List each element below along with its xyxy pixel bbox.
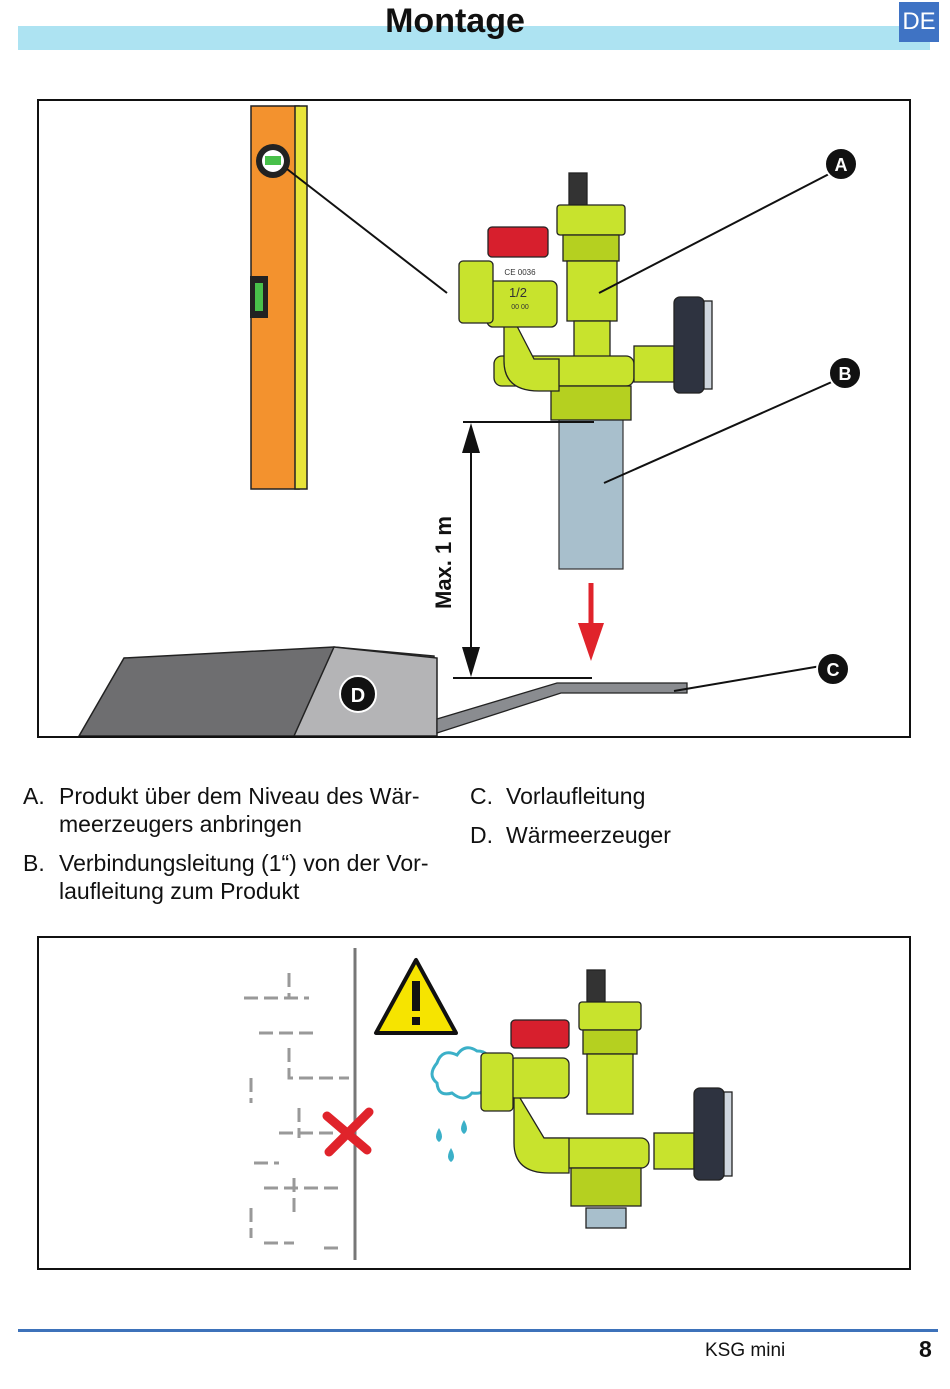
footer-document-name: KSG mini xyxy=(705,1340,786,1361)
legend-text: Vorlaufleitung xyxy=(506,783,646,809)
down-arrow-icon xyxy=(578,583,604,661)
callout-b: B xyxy=(839,364,852,384)
safety-group-valve-icon xyxy=(480,969,733,1229)
legend-right: C. Vorlaufleitung D. Wärmeerzeuger xyxy=(470,782,770,860)
installation-figure: 1/2 CE 0036 00 00 A B Max. 1 m xyxy=(37,99,911,738)
legend-key: D. xyxy=(470,822,493,848)
callout-c: C xyxy=(827,660,840,680)
frost-warning-illustration xyxy=(244,948,733,1260)
legend-key: A. xyxy=(23,783,45,809)
valve-marking: 1/2 xyxy=(509,285,527,300)
page-number: 8 xyxy=(919,1336,932,1362)
legend-key: C. xyxy=(470,783,493,809)
language-badge: DE xyxy=(899,2,939,42)
legend-left: A. Produkt über dem Niveau des Wär-meerz… xyxy=(23,782,463,916)
legend-text: Wärmeerzeuger xyxy=(506,822,671,848)
legend-item-d: D. Wärmeerzeuger xyxy=(470,821,770,849)
callout-a: A xyxy=(835,155,848,175)
heat-generator-icon xyxy=(78,646,438,736)
spirit-level-icon xyxy=(250,105,308,490)
footer-line xyxy=(18,1329,938,1332)
header-bar xyxy=(18,26,930,50)
cross-mark-icon xyxy=(322,1107,374,1157)
ce-mark: CE 0036 xyxy=(504,268,536,277)
safety-group-valve-icon xyxy=(458,172,713,421)
brick-wall-icon xyxy=(244,973,349,1250)
valve-small-marking: 00 00 xyxy=(511,304,529,311)
dimension-label: Max. 1 m xyxy=(431,516,456,609)
frost-warning-figure xyxy=(37,936,911,1270)
legend-item-a: A. Produkt über dem Niveau des Wär-meerz… xyxy=(23,782,463,838)
page-title: Montage xyxy=(385,2,525,40)
legend-key: B. xyxy=(23,850,45,876)
legend-item-b: B. Verbindungsleitung (1“) von der Vor-l… xyxy=(23,849,463,905)
warning-triangle-icon xyxy=(374,958,458,1035)
callout-d: D xyxy=(351,685,365,707)
installation-illustration: 1/2 CE 0036 00 00 A B Max. 1 m xyxy=(78,105,862,736)
legend-text: Verbindungsleitung (1“) von der Vor-lauf… xyxy=(59,850,429,904)
legend-item-c: C. Vorlaufleitung xyxy=(470,782,770,810)
legend-text: Produkt über dem Niveau des Wär-meerzeug… xyxy=(59,783,420,837)
